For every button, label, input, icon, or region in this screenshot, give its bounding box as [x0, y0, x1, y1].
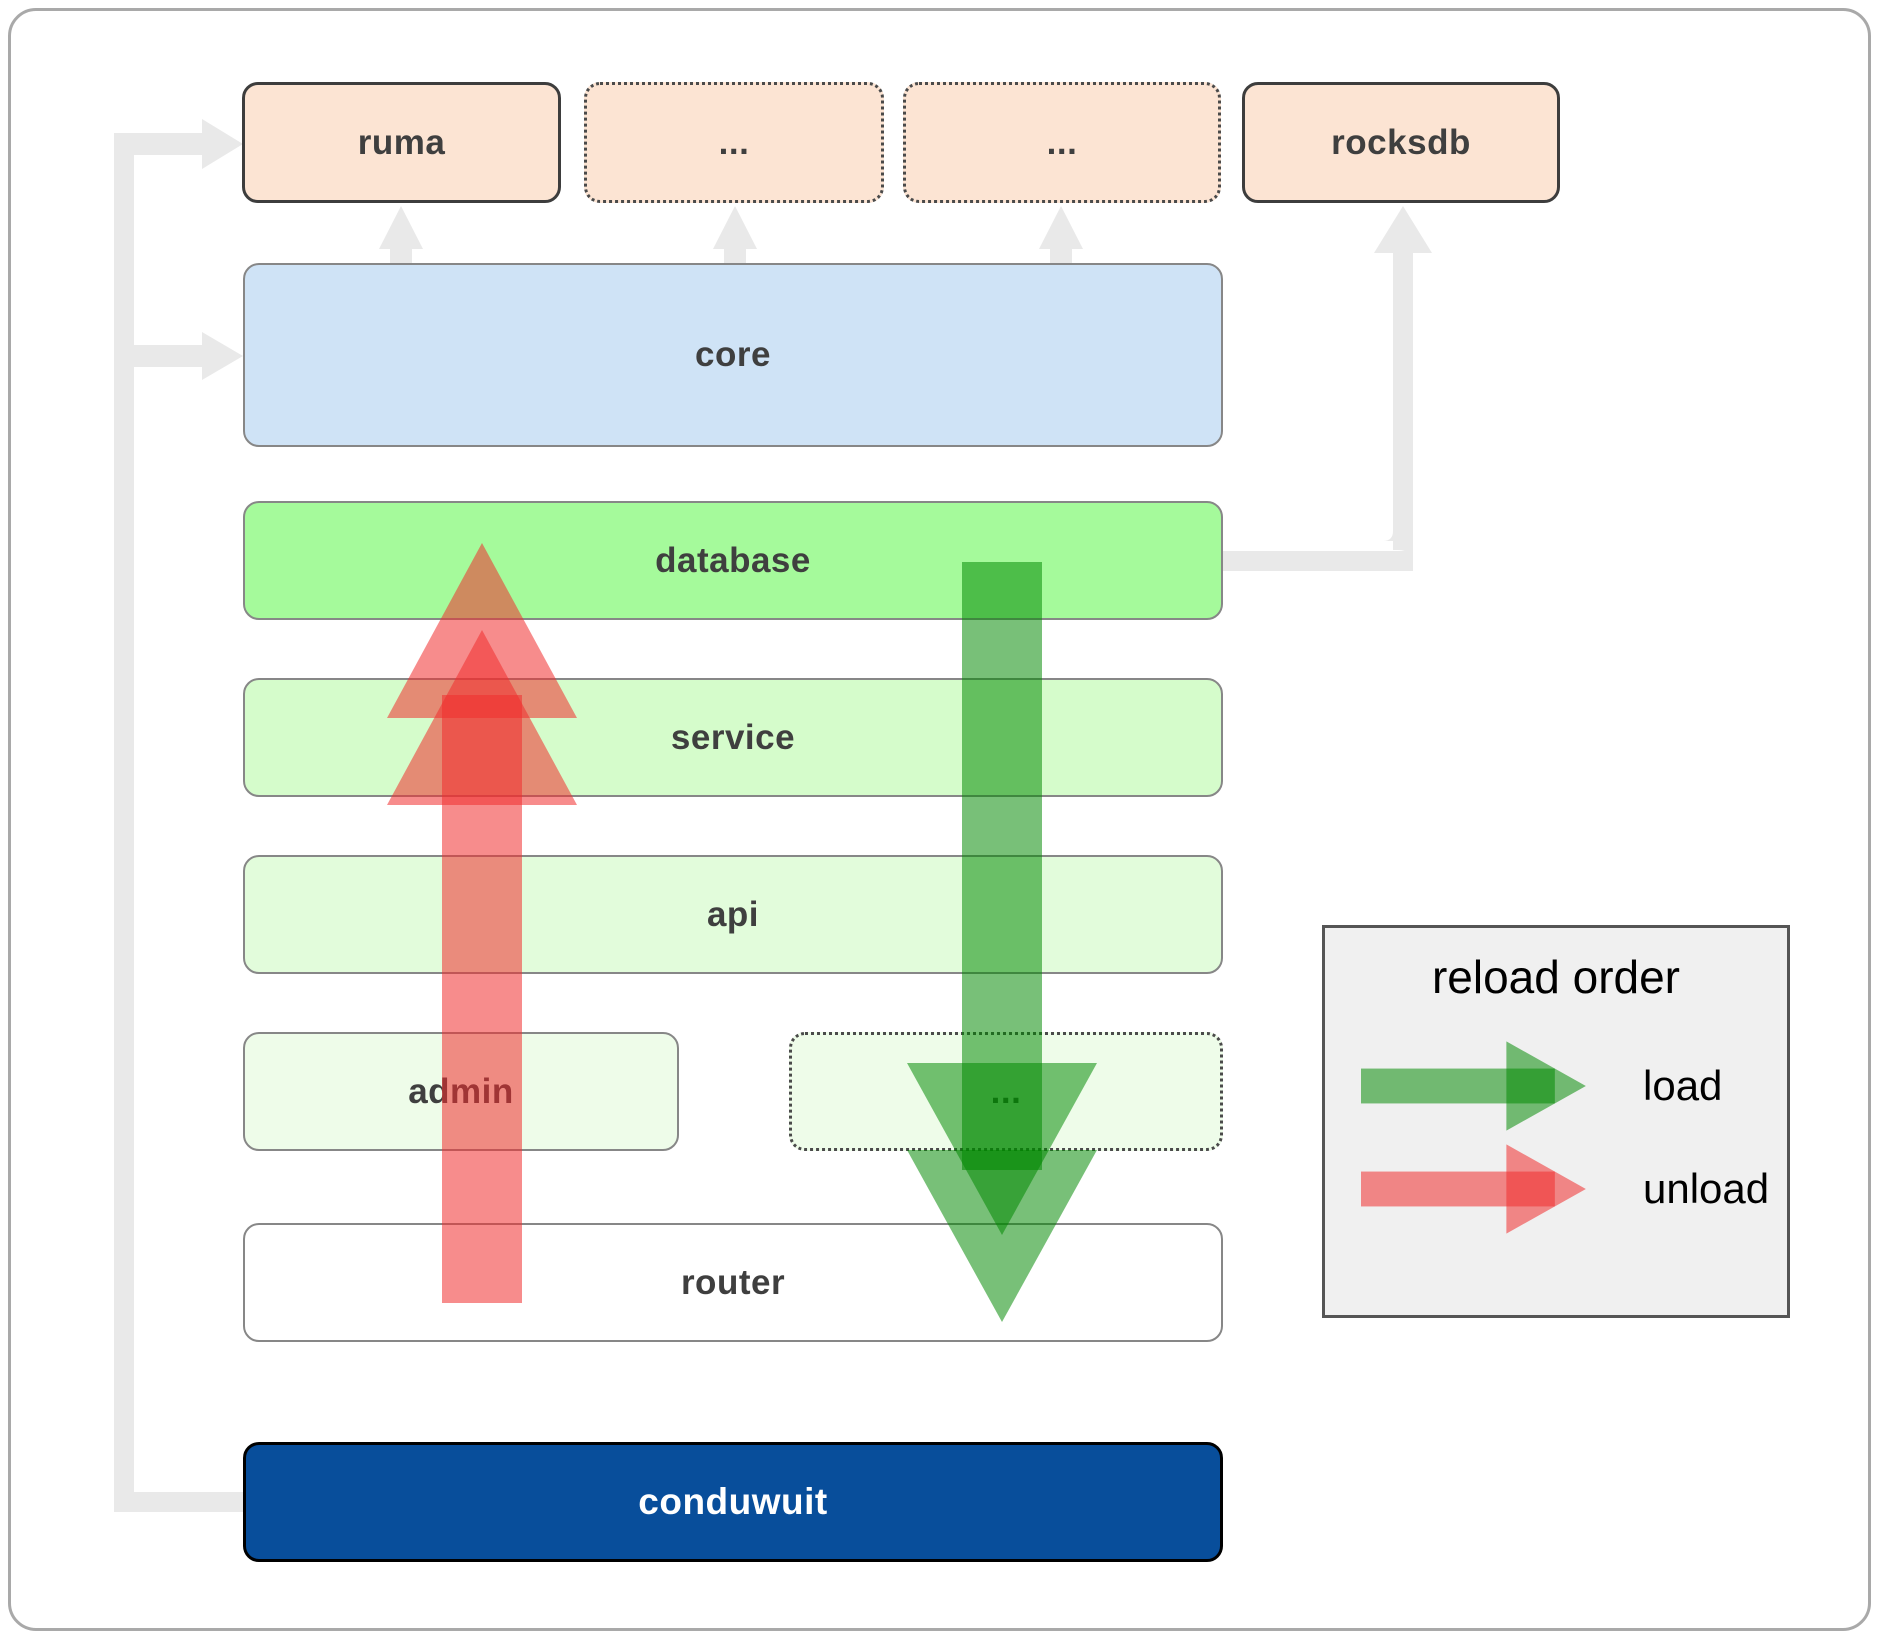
load-legend-arrow-icon: [1361, 1041, 1586, 1131]
node-ellipsis-2-label: ...: [1046, 122, 1078, 162]
layer-admin-label: admin: [408, 1071, 514, 1111]
layer-core: core: [243, 263, 1223, 447]
node-conduwuit: conduwuit: [243, 1442, 1223, 1562]
layer-core-label: core: [695, 335, 771, 374]
outer-border: [8, 8, 1871, 1631]
legend-title: reload order: [1431, 951, 1681, 1003]
node-ruma: ruma: [242, 82, 561, 203]
layer-admin: admin: [243, 1032, 679, 1151]
layer-database-label: database: [655, 540, 811, 580]
layer-service: service: [243, 678, 1223, 797]
node-rocksdb: rocksdb: [1242, 82, 1560, 203]
layer-router: router: [243, 1223, 1223, 1342]
node-ellipsis-1: ...: [584, 82, 884, 203]
layer-api: api: [243, 855, 1223, 974]
legend-load-label: load: [1643, 1062, 1723, 1109]
layer-router-label: router: [680, 1262, 786, 1302]
layer-database: database: [243, 501, 1223, 620]
node-conduwuit-label: conduwuit: [638, 1481, 828, 1522]
layer-service-label: service: [670, 717, 796, 757]
legend-row-unload: unload: [1361, 1139, 1769, 1239]
node-ruma-label: ruma: [357, 122, 446, 162]
legend-panel: reload order load unload: [1322, 925, 1790, 1318]
legend-row-load: load: [1361, 1036, 1722, 1136]
legend-unload-label: unload: [1643, 1165, 1770, 1212]
unload-legend-arrow-icon: [1361, 1144, 1586, 1234]
node-ellipsis-2: ...: [903, 82, 1221, 203]
node-rocksdb-label: rocksdb: [1331, 122, 1471, 162]
layer-api-label: api: [706, 894, 760, 934]
node-ellipsis-1-label: ...: [718, 122, 750, 162]
layer-ellipsis-label: ...: [990, 1071, 1022, 1111]
layer-ellipsis: ...: [789, 1032, 1223, 1151]
